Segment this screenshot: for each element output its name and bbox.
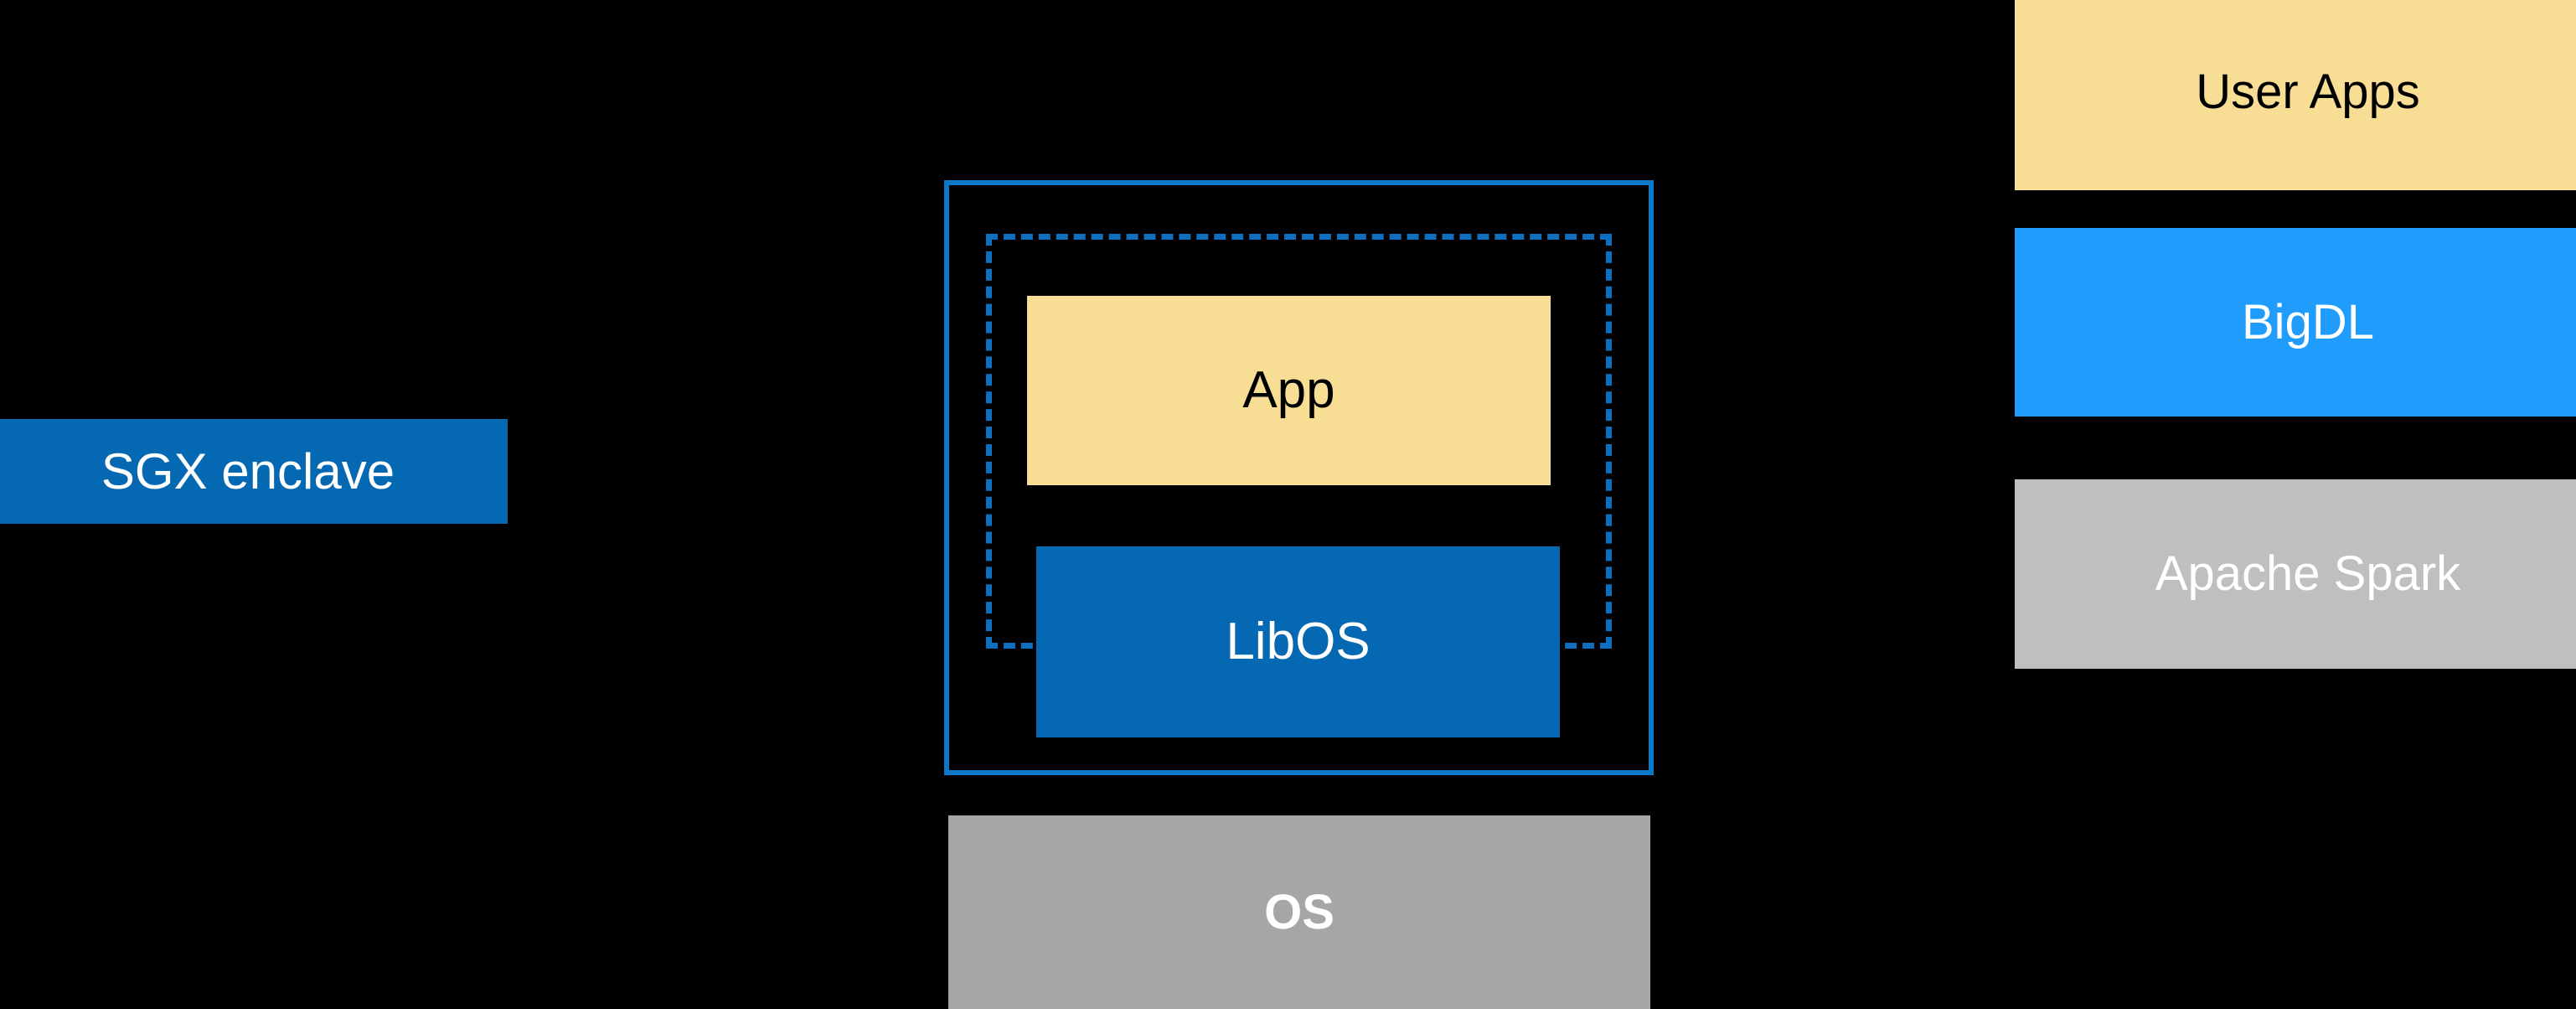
app-label: App: [1242, 360, 1335, 419]
libos-label: LibOS: [1226, 612, 1371, 670]
sgx-enclave-box[interactable]: SGX enclave: [0, 419, 508, 524]
sgx-enclave-label: SGX enclave: [101, 442, 395, 499]
libos-box[interactable]: LibOS: [1036, 546, 1560, 737]
user-apps-box[interactable]: User Apps: [2015, 0, 2576, 190]
connector-sgx-to-enclave: [500, 349, 947, 528]
app-box[interactable]: App: [1027, 296, 1551, 485]
bigdl-box[interactable]: BigDL: [2015, 228, 2576, 417]
user-apps-label: User Apps: [2196, 64, 2420, 119]
os-box[interactable]: OS: [948, 815, 1650, 1009]
apache-spark-label: Apache Spark: [2155, 546, 2461, 602]
os-label: OS: [1264, 884, 1334, 939]
bigdl-label: BigDL: [2242, 294, 2374, 349]
apache-spark-box[interactable]: Apache Spark: [2015, 479, 2576, 669]
enclave-container-outline: [944, 180, 1654, 775]
